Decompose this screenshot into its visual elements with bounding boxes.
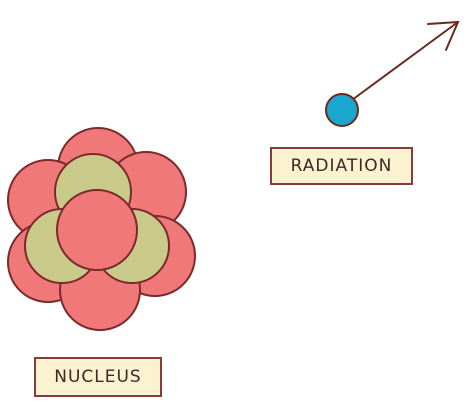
nucleus-icon: [7, 127, 196, 331]
radiation-label: RADIATION: [270, 147, 413, 185]
nucleus-label-text: NUCLEUS: [54, 367, 142, 387]
radiation-particle-icon: [325, 93, 359, 127]
radiation-label-text: RADIATION: [290, 156, 393, 176]
proton: [56, 189, 138, 271]
direction-arrow-icon: [351, 20, 460, 101]
nucleus-label: NUCLEUS: [34, 357, 162, 397]
